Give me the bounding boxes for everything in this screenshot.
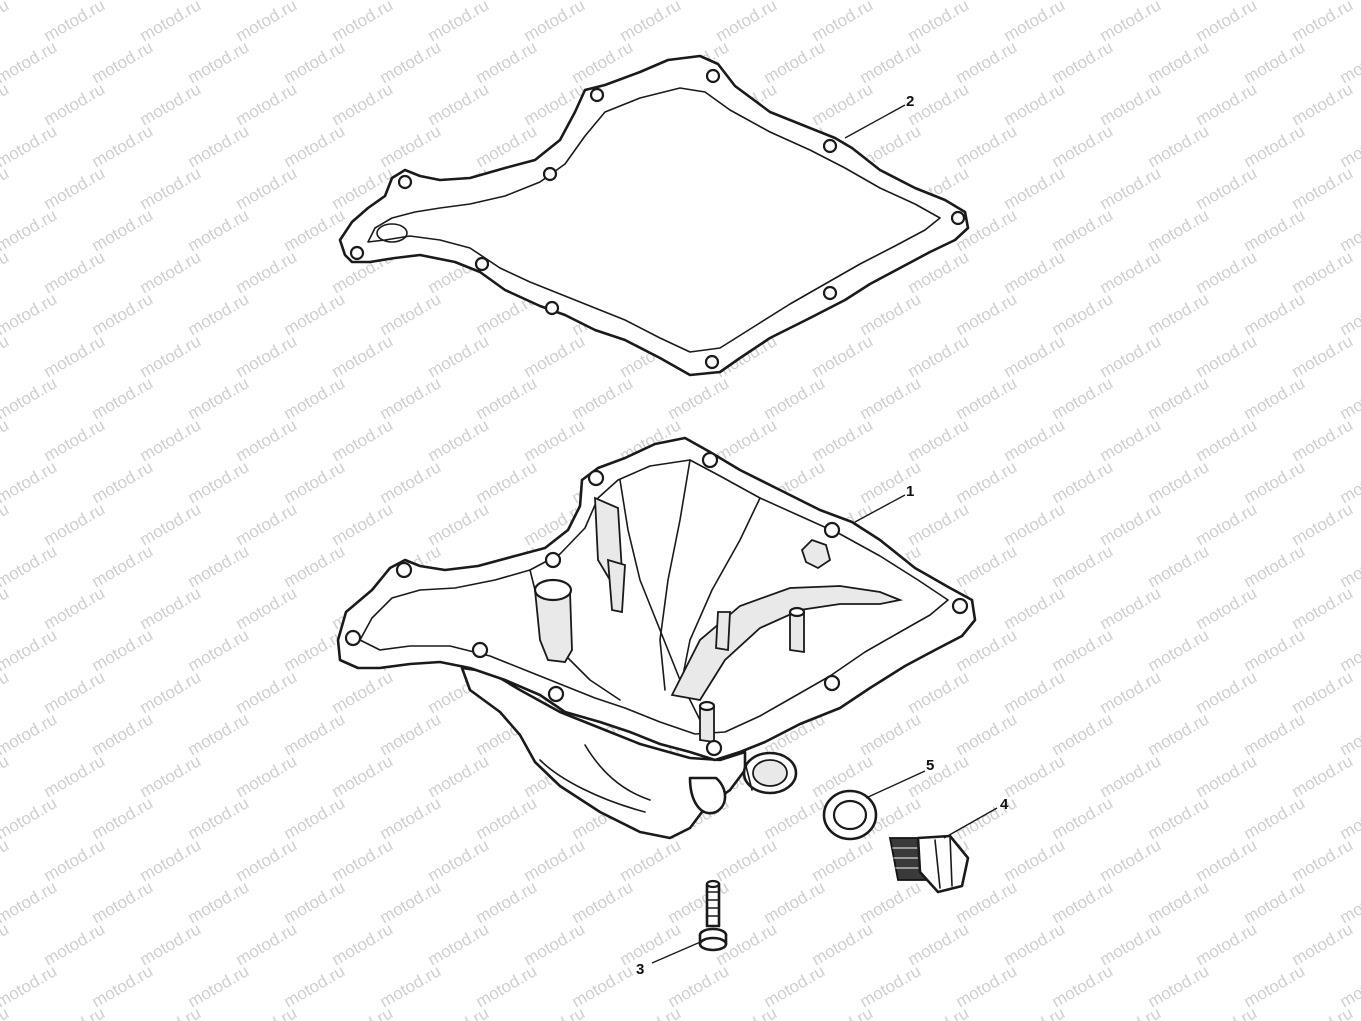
watermark-text: motod.ru [0,37,60,87]
watermark-text: motod.ru [0,709,60,759]
watermark-text: motod.ru [1337,205,1361,255]
watermark-text: motod.ru [0,919,12,969]
watermark-text: motod.ru [0,625,60,675]
watermark-text: motod.ru [0,499,12,549]
watermark-text: motod.ru [617,1003,685,1021]
watermark-text: motod.ru [1337,877,1361,927]
watermark-text: motod.ru [1337,709,1361,759]
watermark-text: motod.ru [1193,1003,1261,1021]
watermark-text: motod.ru [0,163,12,213]
watermark-text: motod.ru [1337,289,1361,339]
drain-plug [888,834,970,894]
watermark-text: motod.ru [137,1003,205,1021]
callout-3: 3 [636,961,644,978]
watermark-text: motod.ru [0,583,12,633]
watermark-text: motod.ru [0,79,12,129]
watermark-text: motod.ru [1337,121,1361,171]
watermark-text: motod.ru [1337,541,1361,591]
callout-5: 5 [926,757,934,774]
watermark-text: motod.ru [905,1003,973,1021]
watermark-text: motod.ru [0,877,60,927]
watermark-text: motod.ru [0,205,60,255]
oil-pan [336,436,977,840]
watermark-text: motod.ru [0,121,60,171]
watermark-text: motod.ru [0,289,60,339]
watermark-text: motod.ru [0,0,60,3]
watermark-text: motod.ru [1097,1003,1165,1021]
gasket [338,54,970,377]
watermark-text: motod.ru [0,751,12,801]
watermark-text: motod.ru [0,373,60,423]
watermark-text: motod.ru [0,0,12,45]
watermark-text: motod.ru [0,541,60,591]
watermark-text: motod.ru [1337,625,1361,675]
watermark-text: motod.ru [809,1003,877,1021]
flange-bolt [698,879,728,952]
watermark-text: motod.ru [0,415,12,465]
watermark-text: motod.ru [1001,1003,1069,1021]
watermark-text: motod.ru [425,1003,493,1021]
watermark-text: motod.ru [1289,1003,1357,1021]
callout-2: 2 [906,93,914,110]
watermark-text: motod.ru [233,1003,301,1021]
watermark-text: motod.ru [0,667,12,717]
sealing-washer [822,789,878,841]
watermark-text: motod.ru [1337,373,1361,423]
watermark-text: motod.ru [0,961,60,1011]
watermark-text: motod.ru [1337,0,1361,3]
watermark-text: motod.ru [1337,793,1361,843]
watermark-text: motod.ru [41,1003,109,1021]
leader-lines [651,104,998,964]
watermark-text: motod.ru [0,793,60,843]
watermark-text: motod.ru [1337,37,1361,87]
callout-4: 4 [1000,796,1009,813]
watermark-text: motod.ru [329,1003,397,1021]
watermark-text: motod.ru [0,835,12,885]
watermark-text: motod.ru [0,331,12,381]
watermark-text: motod.ru [0,247,12,297]
watermark-text: motod.ru [0,457,60,507]
callout-1: 1 [906,483,914,500]
watermark-text: motod.ru [521,1003,589,1021]
watermark-text: motod.ru [1337,457,1361,507]
watermark-text: motod.ru [713,1003,781,1021]
watermark-text: motod.ru [1337,961,1361,1011]
